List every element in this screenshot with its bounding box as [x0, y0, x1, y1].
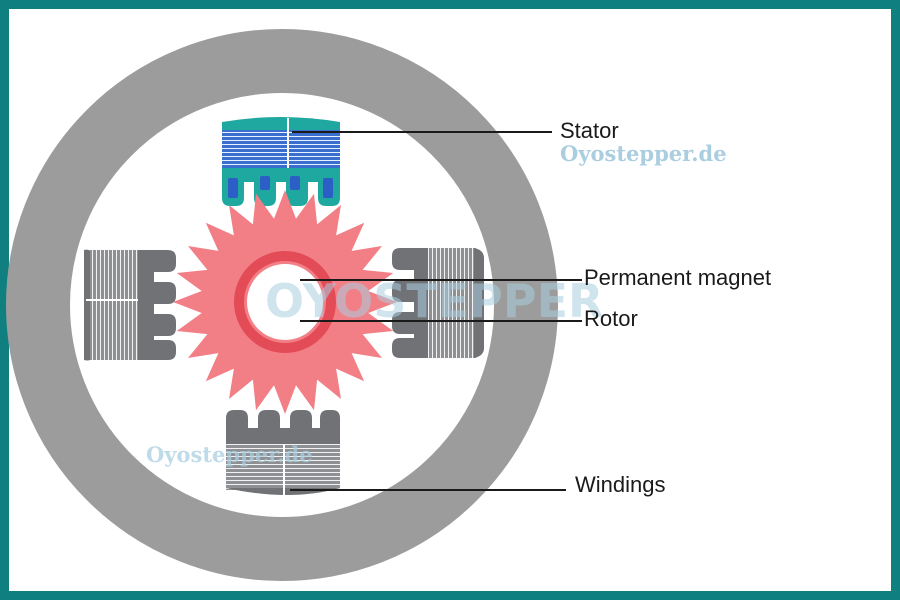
- watermark-logo: OYOSTEPPER: [265, 274, 603, 328]
- label-permanent-magnet: Permanent magnet: [584, 265, 771, 290]
- label-rotor: Rotor: [584, 306, 638, 331]
- pole-teeth-left: [138, 250, 176, 360]
- stator-pole-right: [392, 248, 484, 358]
- watermark-site-bottom: Oyostepper.de: [146, 442, 313, 467]
- permanent-magnet-ring: [234, 251, 336, 353]
- label-stator: Stator: [560, 118, 619, 143]
- stator-pole-top: [222, 117, 340, 206]
- winding-left: [90, 250, 140, 360]
- stator-ring: [6, 29, 558, 581]
- label-windings: Windings: [575, 472, 665, 497]
- pole-shoe-top: [222, 117, 340, 133]
- pole-teeth-bottom: [226, 410, 340, 446]
- stator-pole-left: [84, 249, 176, 361]
- pole-teeth-right: [392, 248, 430, 358]
- stator-pole-bottom: [226, 410, 340, 496]
- watermark-site-top: Oyostepper.de: [560, 141, 727, 166]
- pole-teeth-top: [222, 168, 340, 206]
- winding-top: [222, 130, 340, 170]
- winding-right: [428, 248, 476, 358]
